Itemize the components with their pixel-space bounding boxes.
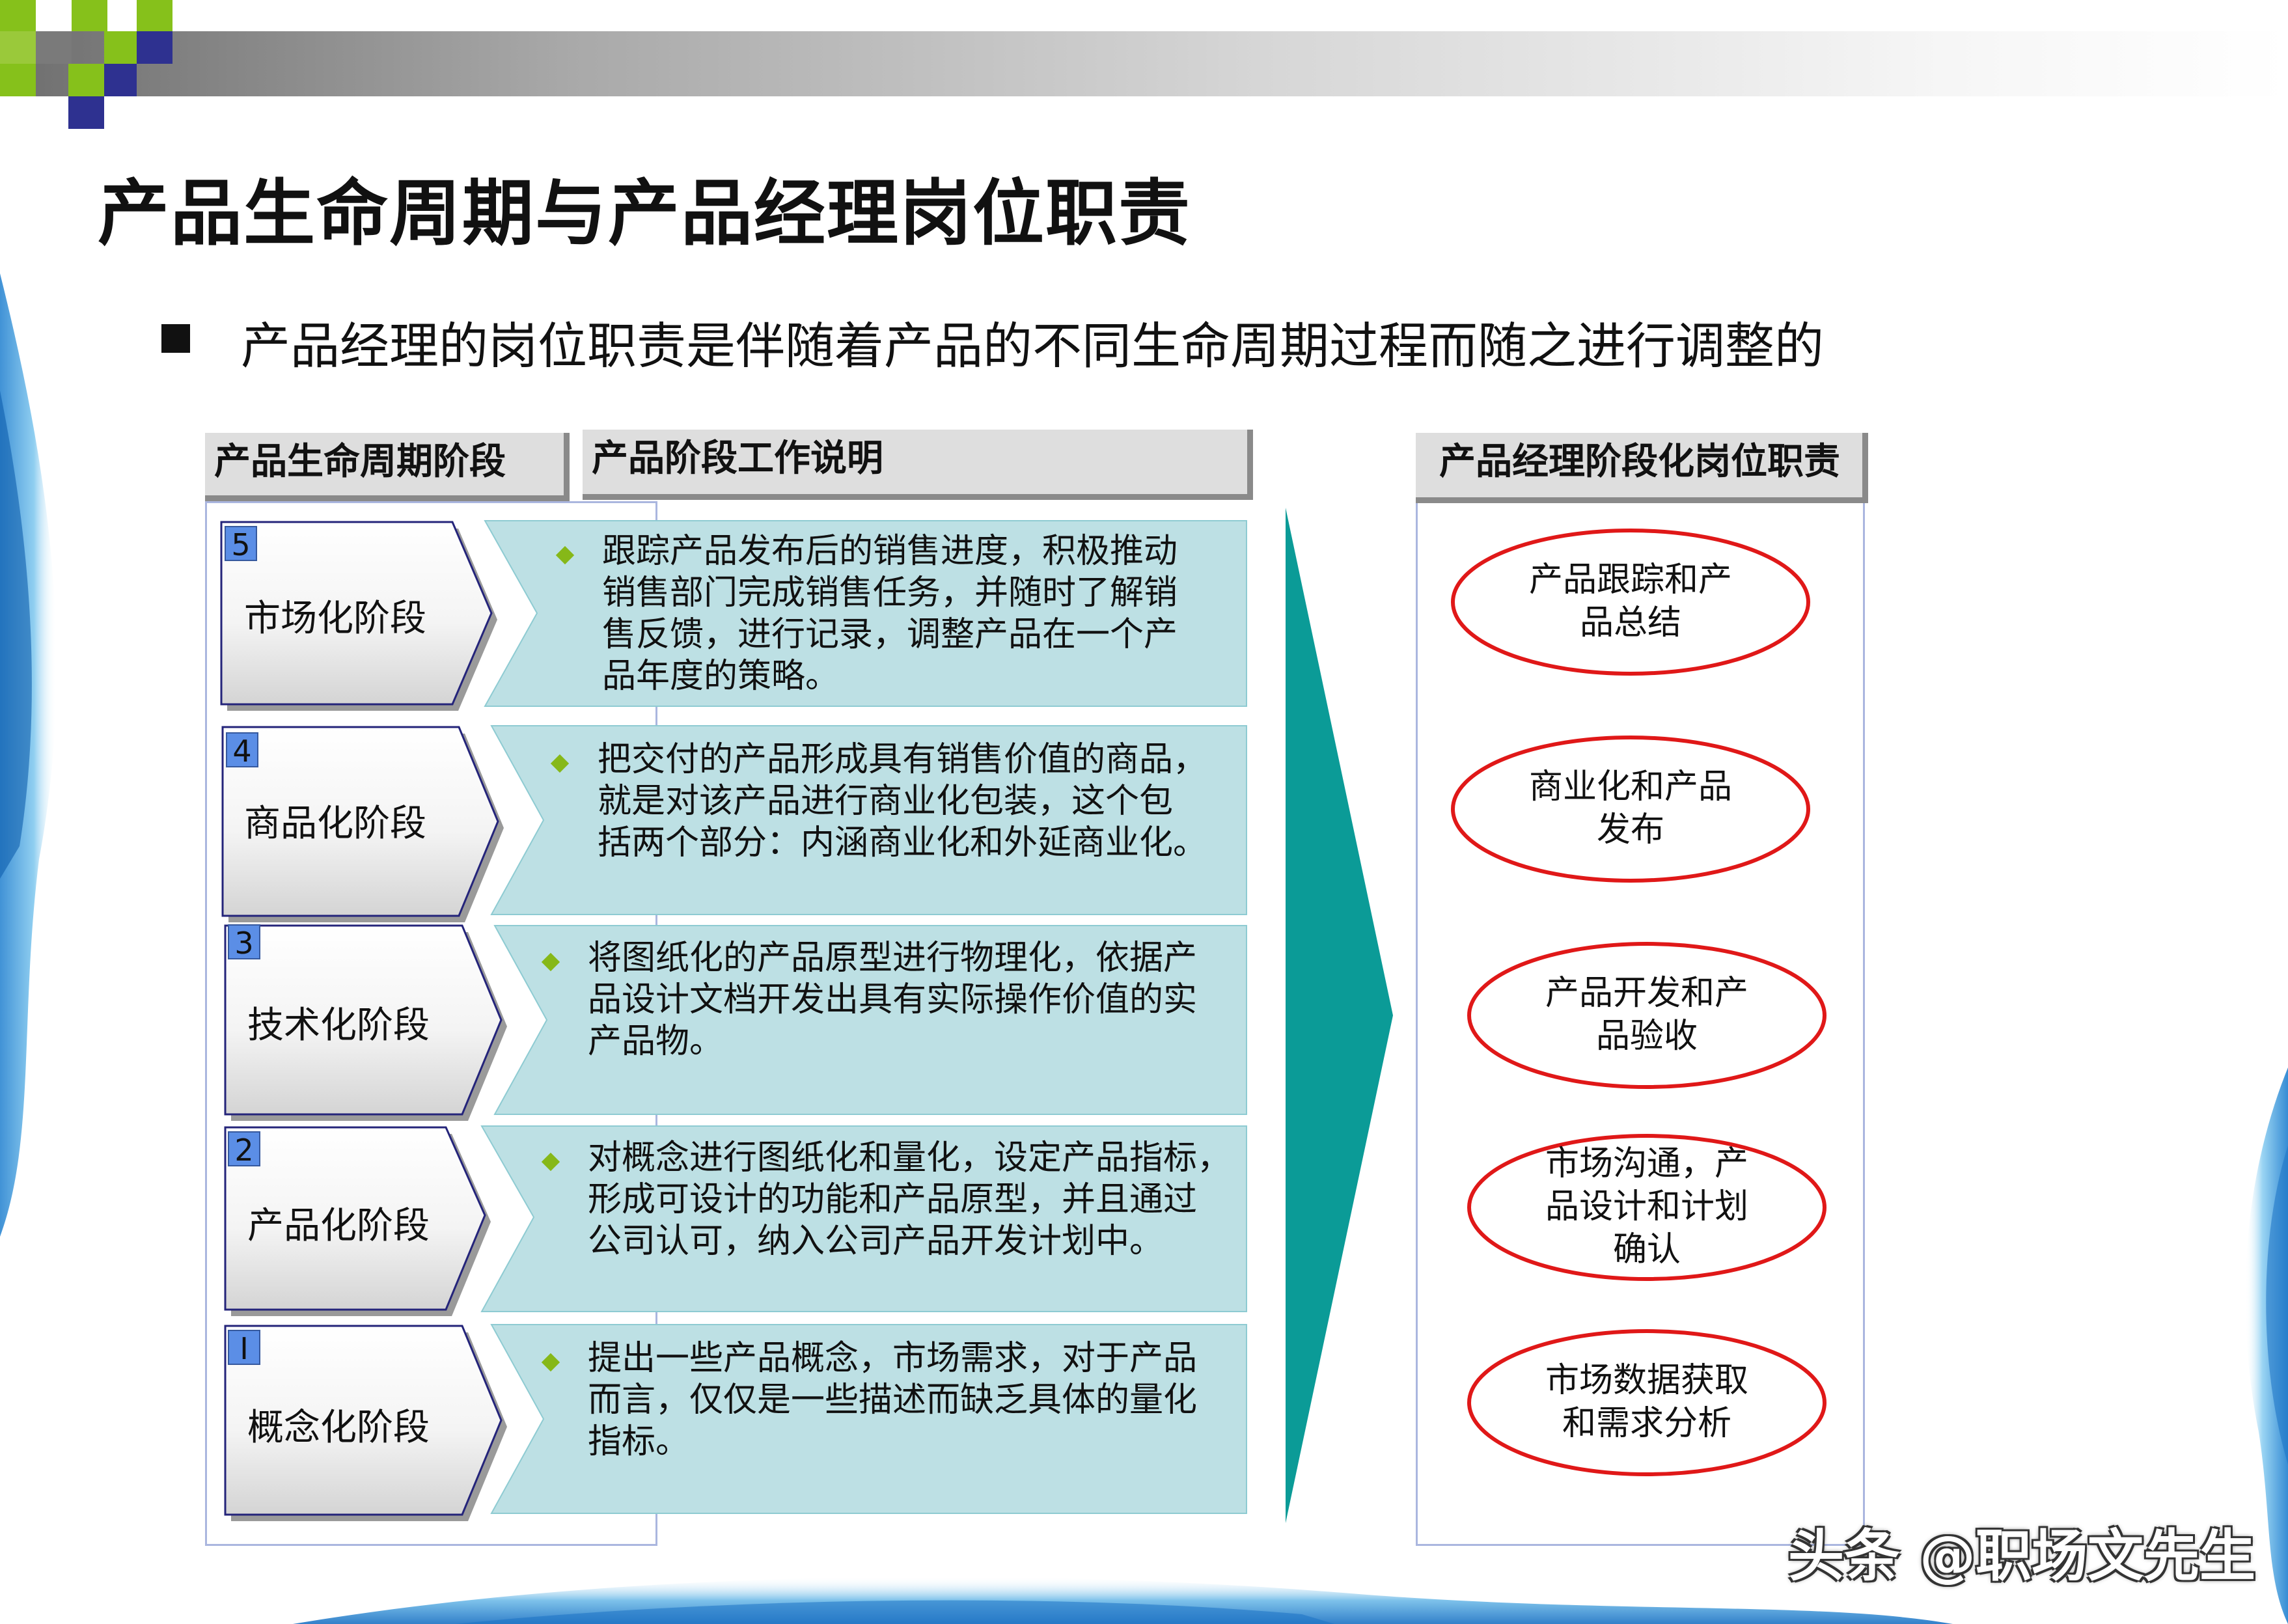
description-line: 对概念进行图纸化和量化，设定产品指标， xyxy=(588,1138,1232,1177)
description-line: 提出一些产品概念，市场需求，对于产品 xyxy=(588,1339,1198,1378)
stage-label: 产品化阶段 xyxy=(247,1205,430,1247)
logo-square xyxy=(68,96,104,129)
stage-number-badge: I xyxy=(228,1330,260,1366)
logo-square xyxy=(36,31,72,64)
stage-number-badge: 5 xyxy=(225,526,257,562)
work-column-header: 产品阶段工作说明 xyxy=(583,430,1253,500)
logo-square xyxy=(0,0,36,31)
progress-arrow xyxy=(1286,508,1393,1523)
stage-description: 把交付的产品形成具有销售价值的商品， 就是对该产品进行商业化包装，这个包 括两个… xyxy=(598,739,1207,864)
stage-column-header-label: 产品生命周期阶段 xyxy=(214,441,506,483)
logo-square xyxy=(0,31,36,64)
duty-line: 发布 xyxy=(1596,810,1664,849)
duty-line: 品设计和计划 xyxy=(1545,1187,1748,1226)
duty-text: 市场数据获取 和需求分析 xyxy=(1484,1359,1810,1445)
description-line: 指标。 xyxy=(588,1422,690,1461)
work-column-header-label: 产品阶段工作说明 xyxy=(592,437,883,480)
stage-1-shape xyxy=(224,1325,503,1516)
stage-label: 商品化阶段 xyxy=(244,803,426,845)
logo-square xyxy=(0,64,36,96)
description-line: 品年度的策略。 xyxy=(602,657,840,696)
duty-text: 产品开发和产 品验收 xyxy=(1484,972,1810,1058)
duty-line: 市场数据获取 xyxy=(1545,1361,1748,1400)
stage-5-shape xyxy=(220,521,493,706)
watermark: 头条 @职场文先生 xyxy=(1788,1524,2255,1589)
duty-text: 市场沟通，产 品设计和计划 确认 xyxy=(1484,1142,1810,1271)
stage-description: 将图纸化的产品原型进行物理化，依据产 品设计文档开发出具有实际操作价值的实 产品… xyxy=(588,937,1197,1062)
description-line: 形成可设计的功能和产品原型，并且通过 xyxy=(588,1180,1198,1219)
duty-oval xyxy=(1467,1134,1826,1281)
duty-line: 市场沟通，产 xyxy=(1545,1144,1748,1183)
description-line: 括两个部分：内涵商业化和外延商业化。 xyxy=(598,823,1207,862)
logo-square xyxy=(104,64,137,96)
page-title: 产品生命周期与产品经理岗位职责 xyxy=(98,172,1191,255)
duty-line: 品总结 xyxy=(1579,603,1681,642)
logo-square xyxy=(68,64,104,96)
logo-square xyxy=(137,31,172,64)
duty-column-header-label: 产品经理阶段化岗位职责 xyxy=(1439,441,1840,483)
duty-oval xyxy=(1467,1329,1826,1476)
logo-square xyxy=(104,31,137,64)
description-line: 把交付的产品形成具有销售价值的商品， xyxy=(598,740,1207,779)
description-line: 销售部门完成销售任务，并随时了解销 xyxy=(602,573,1178,612)
stage-3-shape xyxy=(224,924,503,1116)
stage-5-desc-shape xyxy=(484,520,1247,707)
logo-square xyxy=(137,0,172,31)
description-line: 跟踪产品发布后的销售进度，积极推动 xyxy=(602,532,1178,571)
duty-line: 和需求分析 xyxy=(1562,1404,1731,1443)
stage-4-desc-shape xyxy=(490,725,1247,915)
stage-3-desc-shape xyxy=(493,925,1247,1115)
stage-number-badge: 4 xyxy=(226,732,258,769)
duty-column-header: 产品经理阶段化岗位职责 xyxy=(1416,433,1868,503)
stage-1-desc-shape xyxy=(490,1324,1247,1514)
subtitle: 产品经理的岗位职责是伴随着产品的不同生命周期过程而随之进行调整的 xyxy=(241,317,1824,375)
stage-number-badge: 2 xyxy=(228,1131,260,1168)
stage-description: 跟踪产品发布后的销售进度，积极推动 销售部门完成销售任务，并随时了解销 售反馈，… xyxy=(602,530,1178,697)
duty-line: 产品跟踪和产 xyxy=(1528,560,1732,599)
description-line: 品设计文档开发出具有实际操作价值的实 xyxy=(588,980,1198,1019)
stage-column-header: 产品生命周期阶段 xyxy=(205,433,570,501)
logo-square xyxy=(72,0,107,31)
description-line: 公司认可，纳入公司产品开发计划中。 xyxy=(588,1222,1164,1261)
duty-text: 产品跟踪和产 品总结 xyxy=(1468,558,1793,644)
description-line: 将图纸化的产品原型进行物理化，依据产 xyxy=(588,939,1198,978)
stage-number-badge: 3 xyxy=(228,924,260,961)
stage-label: 概念化阶段 xyxy=(247,1407,430,1449)
description-line: 产品物。 xyxy=(588,1022,724,1061)
bullet-square-icon xyxy=(161,324,190,353)
stage-description: 对概念进行图纸化和量化，设定产品指标， 形成可设计的功能和产品原型，并且通过 公… xyxy=(588,1137,1231,1262)
stage-label: 市场化阶段 xyxy=(244,598,426,640)
stage-4-shape xyxy=(221,726,499,917)
duty-line: 商业化和产品 xyxy=(1528,767,1732,806)
stage-label: 技术化阶段 xyxy=(247,1004,430,1047)
duty-line: 品验收 xyxy=(1595,1017,1698,1056)
description-line: 就是对该产品进行商业化包装，这个包 xyxy=(598,782,1174,821)
duty-oval xyxy=(1451,736,1810,883)
description-line: 售反馈，进行记录，调整产品在一个产 xyxy=(602,615,1178,654)
duty-oval xyxy=(1467,942,1826,1089)
duty-text: 商业化和产品 发布 xyxy=(1468,765,1793,851)
duty-oval xyxy=(1451,529,1810,676)
stage-2-shape xyxy=(224,1126,486,1311)
description-line: 而言，仅仅是一些描述而缺乏具体的量化 xyxy=(588,1381,1198,1420)
duty-line: 产品开发和产 xyxy=(1545,974,1748,1013)
stage-description: 提出一些产品概念，市场需求，对于产品 而言，仅仅是一些描述而缺乏具体的量化 指标… xyxy=(588,1338,1197,1463)
duty-line: 确认 xyxy=(1612,1230,1681,1269)
stage-2-desc-shape xyxy=(480,1125,1247,1312)
header-bar xyxy=(0,31,2288,96)
